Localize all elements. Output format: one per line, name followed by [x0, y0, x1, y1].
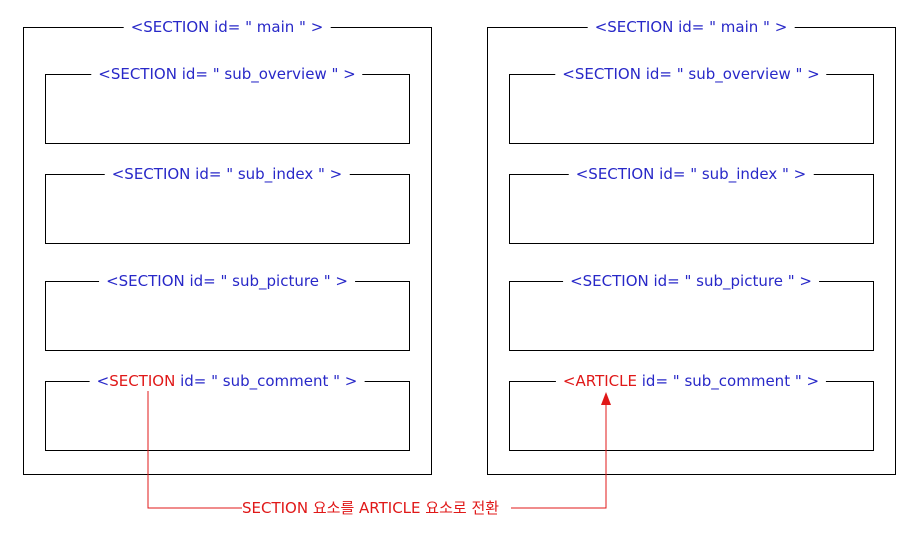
right-sub-index-label: <SECTION id= " sub_index " > — [568, 165, 814, 183]
left-sub-comment-lt: < — [96, 372, 110, 390]
left-sub-index-label: <SECTION id= " sub_index " > — [104, 165, 350, 183]
left-main-section-label: <SECTION id= " main " > — [123, 18, 331, 36]
left-sub-comment-tag: SECTION — [109, 372, 176, 390]
right-sub-comment-lt: < — [562, 372, 576, 390]
left-sub-comment-label: <SECTION id= " sub_comment " > — [89, 372, 365, 390]
left-sub-picture-label: <SECTION id= " sub_picture " > — [99, 272, 355, 290]
left-sub-comment-rest: id= " sub_comment " > — [175, 372, 358, 390]
right-sub-comment-tag: ARTICLE — [575, 372, 638, 390]
conversion-arrowhead — [601, 392, 611, 405]
right-sub-comment-rest: id= " sub_comment " > — [637, 372, 820, 390]
right-sub-overview-label: <SECTION id= " sub_overview " > — [555, 65, 827, 83]
right-main-section-label: <SECTION id= " main " > — [587, 18, 795, 36]
left-sub-overview-label: <SECTION id= " sub_overview " > — [91, 65, 363, 83]
right-sub-comment-label: <ARTICLE id= " sub_comment " > — [555, 372, 827, 390]
conversion-connector-line-right — [511, 402, 607, 509]
conversion-note: SECTION 요소를 ARTICLE 요소로 전환 — [242, 499, 500, 517]
conversion-connector-line — [147, 391, 242, 509]
right-sub-picture-label: <SECTION id= " sub_picture " > — [563, 272, 819, 290]
